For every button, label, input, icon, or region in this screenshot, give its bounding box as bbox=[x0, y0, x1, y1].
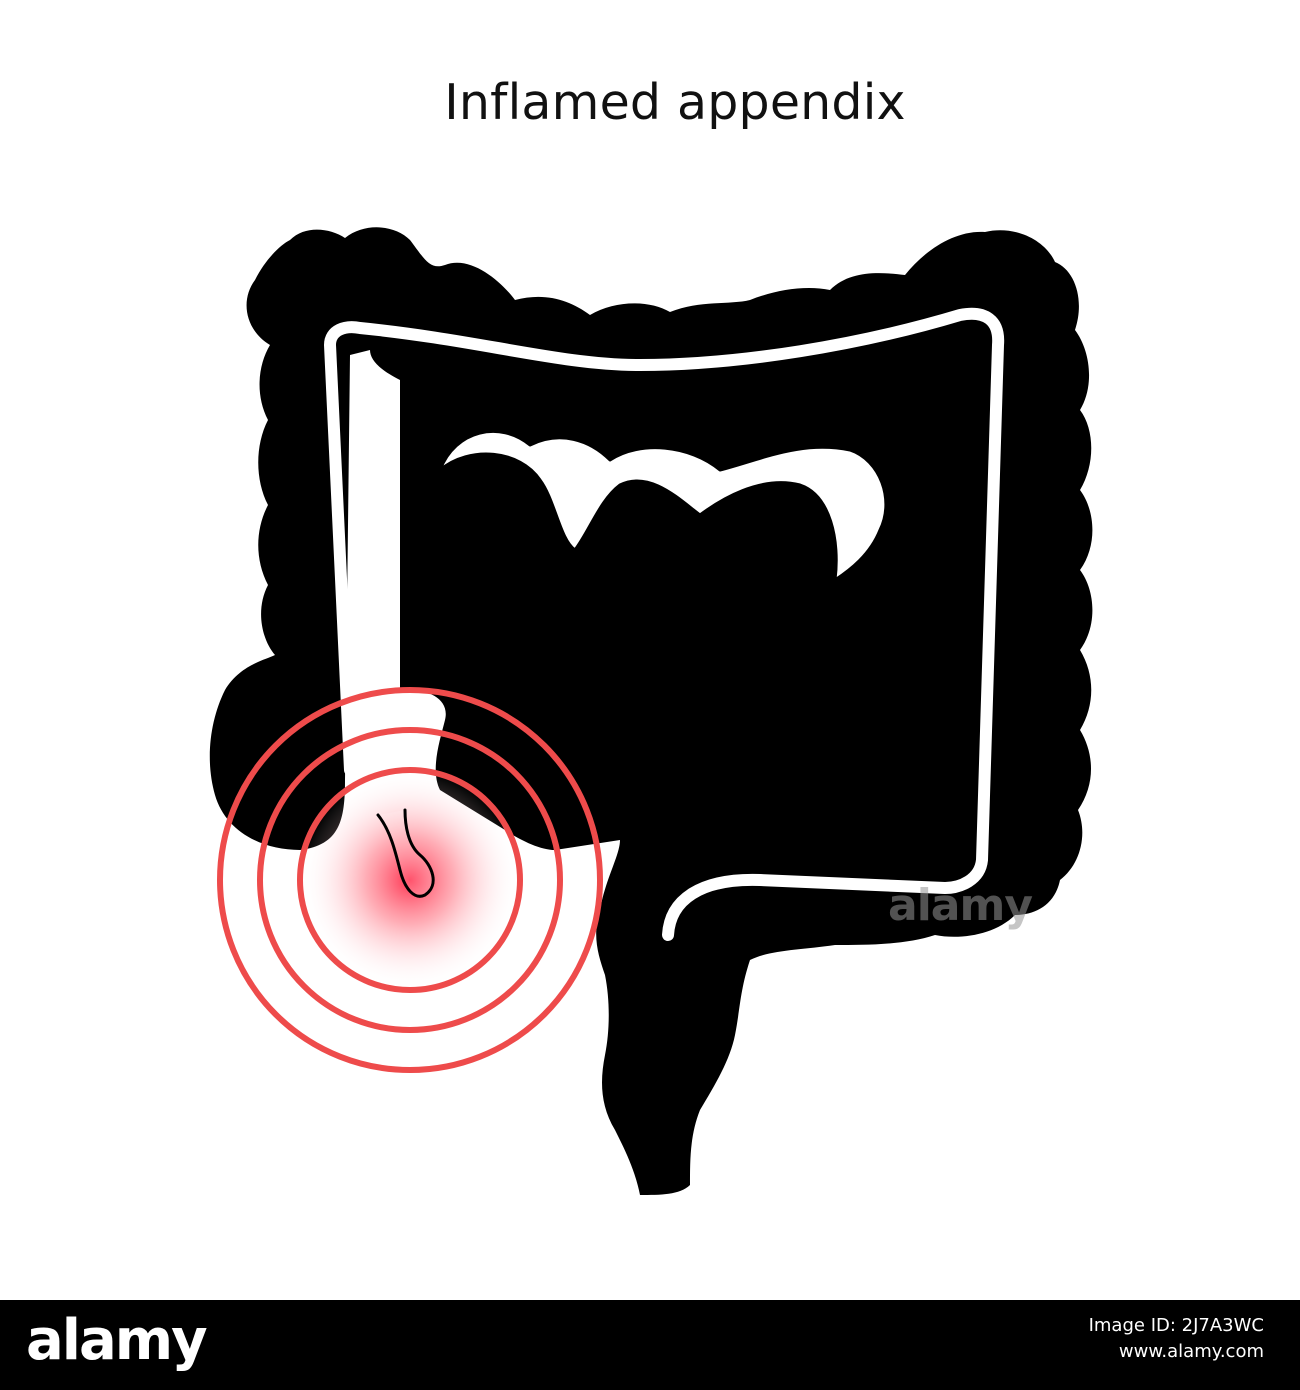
pain-ring-outer bbox=[217, 687, 603, 1073]
small-intestine bbox=[438, 429, 888, 582]
small-intestine-loop-c bbox=[555, 599, 792, 704]
intestine-illustration bbox=[209, 227, 1093, 1195]
footer-logo: alamy bbox=[26, 1308, 208, 1373]
colon-inner-line bbox=[324, 307, 1005, 941]
footer-image-id: Image ID: 2J7A3WC bbox=[1088, 1315, 1264, 1336]
footer-image-info: Image ID: 2J7A3WC www.alamy.com bbox=[1089, 1313, 1264, 1365]
pain-ring-inner bbox=[297, 767, 523, 993]
pain-ring-middle bbox=[257, 727, 563, 1033]
small-intestine-loop-d bbox=[598, 627, 752, 651]
watermark-text: alamy bbox=[888, 880, 1033, 931]
pain-glow bbox=[300, 770, 520, 990]
diagram-title: Inflamed appendix bbox=[444, 74, 906, 131]
footer-bar: alamy Image ID: 2J7A3WC www.alamy.com bbox=[0, 1300, 1300, 1390]
footer-url[interactable]: www.alamy.com bbox=[1118, 1341, 1264, 1362]
small-intestine-loop-b bbox=[443, 574, 837, 836]
small-intestine-loop-a bbox=[468, 485, 832, 615]
appendix bbox=[376, 808, 435, 898]
